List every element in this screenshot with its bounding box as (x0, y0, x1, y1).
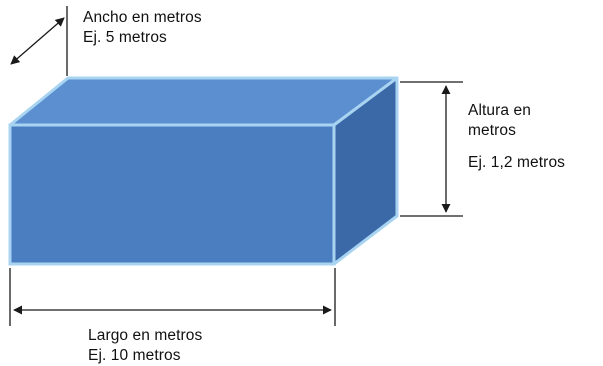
length-label: Largo en metros Ej. 10 metros (88, 326, 202, 366)
height-label-title-line2: metros (468, 122, 516, 139)
width-label-example: Ej. 5 metros (83, 29, 167, 46)
height-label-example: Ej. 1,2 metros (468, 154, 566, 171)
width-label-title: Ancho en metros (83, 9, 202, 26)
width-dimension-arrow (10, 17, 65, 65)
length-label-example: Ej. 10 metros (88, 347, 181, 364)
box-top-face (8, 76, 399, 127)
height-label-title-line1: Altura en (468, 102, 531, 119)
length-label-title: Largo en metros (88, 327, 203, 344)
height-label-spacer (468, 141, 565, 153)
height-label: Altura en metros Ej. 1,2 metros (468, 101, 565, 173)
box-front-face (8, 123, 336, 266)
width-label: Ancho en metros Ej. 5 metros (83, 8, 202, 48)
